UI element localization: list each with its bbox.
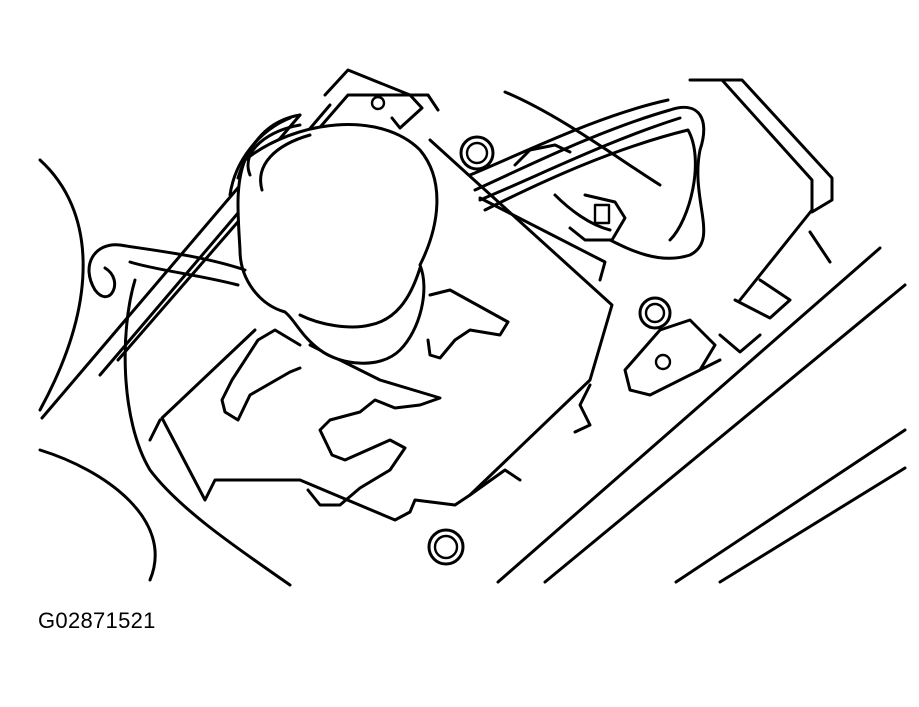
wire-harness-right — [468, 98, 706, 260]
console-rails — [40, 93, 907, 584]
shift-gate — [220, 288, 510, 507]
top-bracket — [323, 68, 424, 130]
plate-tab — [513, 143, 572, 167]
shift-base-plate — [148, 138, 614, 522]
bolt-right — [638, 296, 672, 330]
upper-bracket — [503, 78, 834, 354]
shift-knob — [236, 123, 439, 365]
side-bracket — [623, 318, 722, 397]
bolt-bottom — [427, 528, 465, 566]
bolt-top — [459, 135, 495, 171]
console-left-panel — [38, 158, 292, 587]
figure-id-label: G02871521 — [38, 608, 156, 633]
wire-harness-left — [87, 113, 302, 299]
